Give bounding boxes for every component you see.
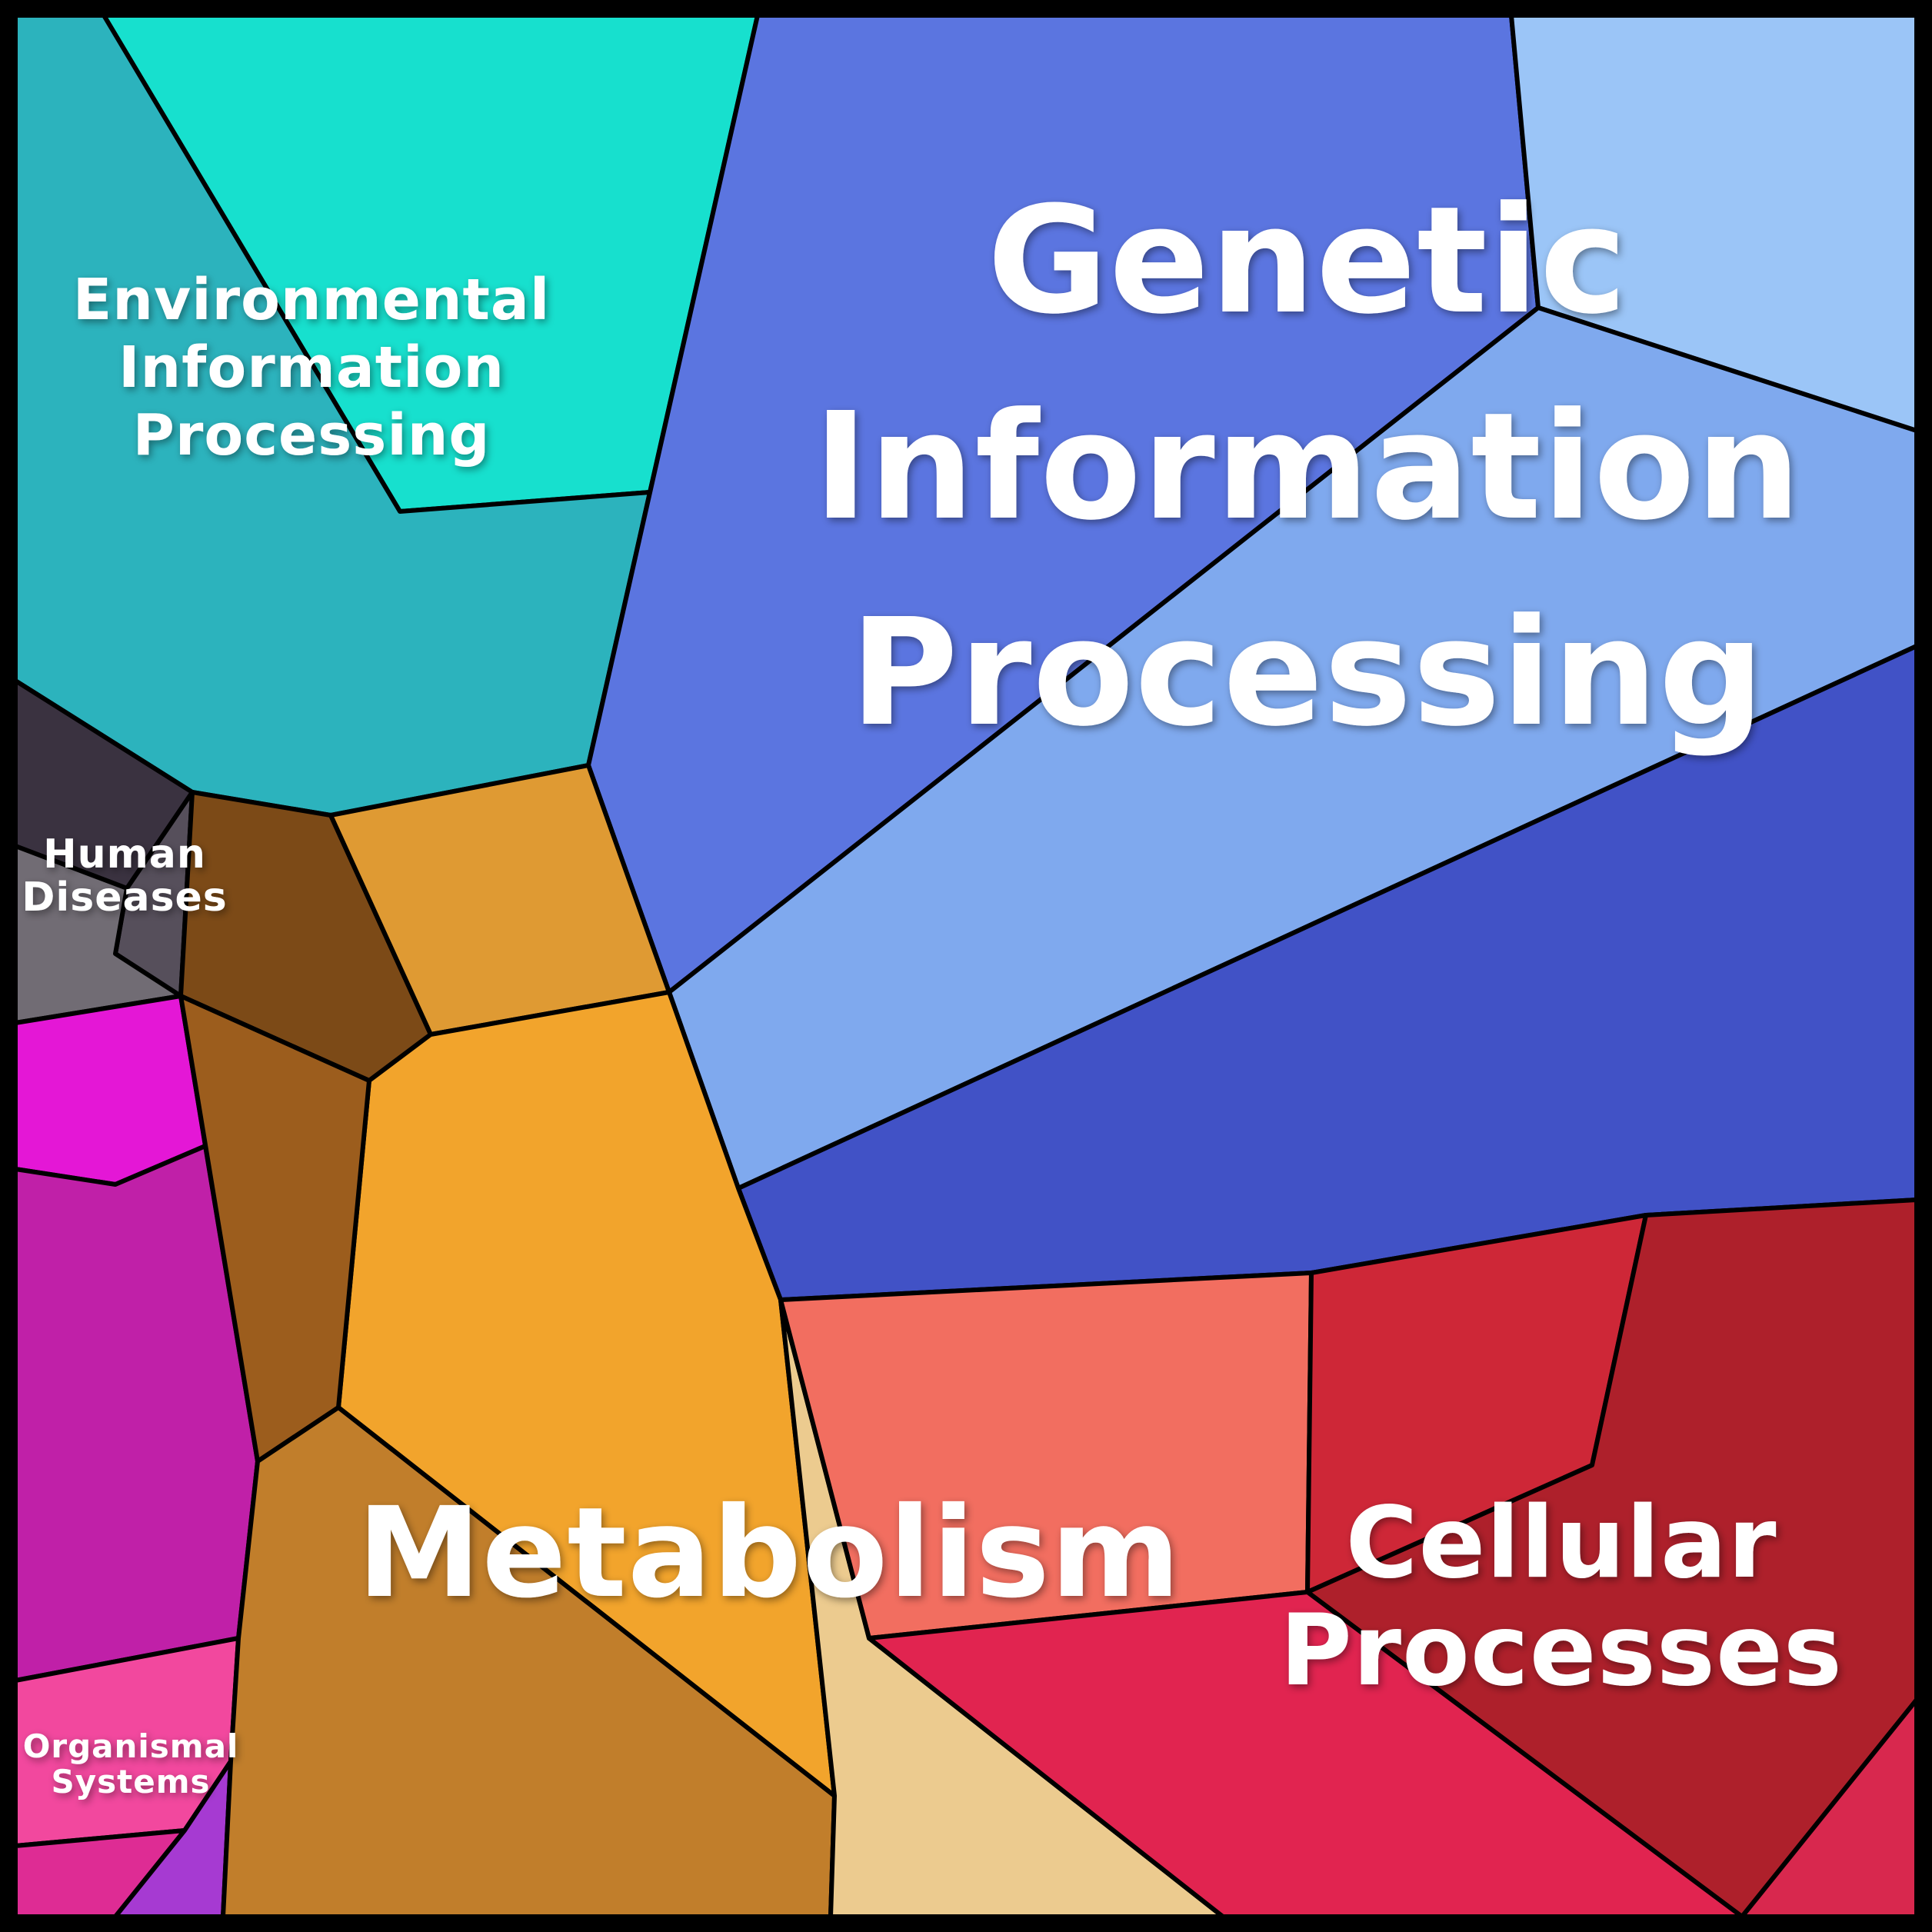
region-cellular-processes (778, 1198, 1919, 1919)
region-organismal-systems (13, 994, 260, 1919)
region-human-diseases (13, 678, 195, 1025)
region-genetic-information-processing (586, 13, 1919, 1302)
label-metabolism: Metabolism (357, 1481, 1181, 1626)
region-metabolism (178, 763, 1225, 1919)
region-environmental-information-processing (13, 13, 760, 818)
